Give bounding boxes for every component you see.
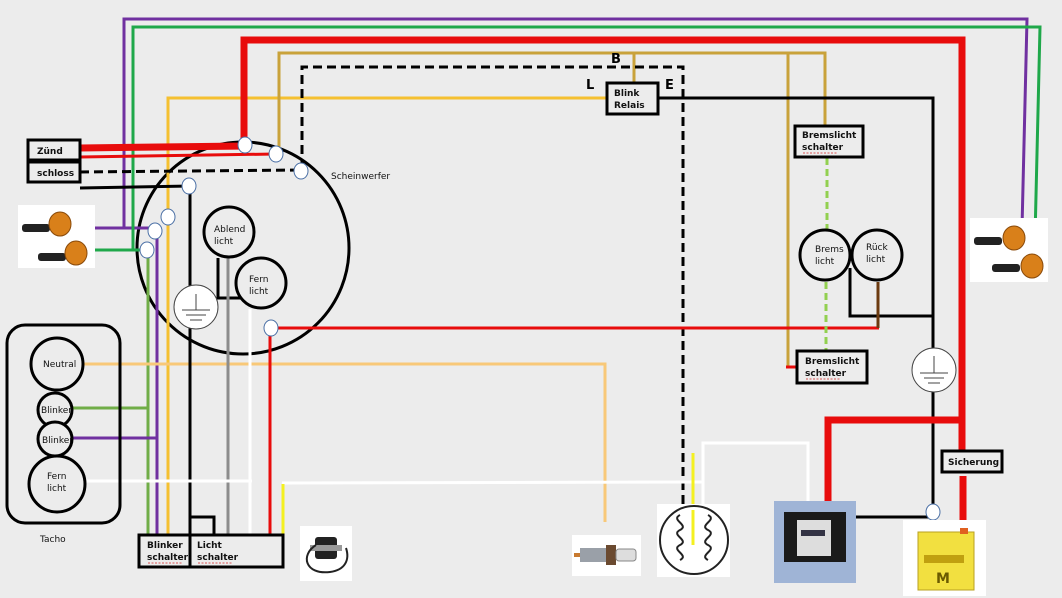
connectors (139, 136, 941, 521)
tacho-blinker-label: Blinker (41, 406, 72, 416)
fern-licht-circle (234, 256, 288, 310)
blinker-schalter-box (137, 533, 192, 569)
blinker-schalter-label-2: schalter (147, 553, 189, 563)
connector (263, 319, 279, 337)
wire-black-switch-loop (190, 515, 216, 535)
svg-text:M: M (936, 571, 950, 587)
bremslicht-schalter-top-label: Bremslicht (802, 131, 857, 141)
sicherung-box (940, 449, 1004, 474)
wire-light-orange (84, 362, 607, 522)
tacho-neutral-label: Neutral (43, 360, 76, 370)
ablend-licht-circle (202, 205, 256, 259)
terminal-b: B (611, 52, 621, 67)
wire-white-regulator (701, 441, 810, 515)
connector (139, 241, 155, 259)
battery-icon: M (903, 520, 986, 596)
wire-black-rear (848, 268, 933, 318)
blink-relais-box (605, 81, 660, 116)
connector (237, 136, 253, 154)
connector (160, 208, 176, 226)
fern-label-2: licht (249, 287, 269, 297)
tacho-blinker-label-2: Blinker (42, 436, 73, 446)
wire-black-battery (856, 392, 935, 519)
zuend-box (26, 138, 82, 162)
wire-gold (277, 51, 827, 152)
schloss-box (26, 160, 82, 184)
zuend-label: Zünd (37, 147, 63, 157)
tacho-box (5, 323, 122, 525)
tacho-fern-label-2: licht (47, 484, 67, 494)
wire-purple-main (122, 17, 1029, 229)
blink-relais-label: Blink (614, 89, 640, 99)
wire-green-main (131, 25, 1042, 250)
brems-licht-circle (798, 228, 852, 282)
ground-icon (173, 284, 219, 330)
connector (181, 177, 197, 195)
connector (925, 503, 941, 521)
wire-gold-brake (786, 53, 797, 369)
wire-white-stator (281, 480, 704, 485)
ablend-label: Ablend (214, 225, 245, 235)
schloss-label: schloss (37, 169, 74, 179)
tacho-label: Tacho (39, 535, 66, 545)
terminal-l: L (586, 78, 594, 93)
tacho-fern-circle (27, 454, 87, 514)
wire-red-thin (79, 152, 276, 159)
ground-icon (911, 347, 957, 393)
tacho-fern-label: Fern (47, 472, 66, 482)
licht-schalter-label: Licht (197, 541, 223, 551)
blink-relais-label-2: Relais (614, 101, 645, 111)
terminal-e: E (665, 78, 674, 93)
rueck-licht-label: Rück (866, 243, 889, 253)
licht-schalter-label-2: schalter (197, 553, 239, 563)
licht-schalter-box (188, 533, 285, 569)
connector (268, 145, 284, 163)
connector (293, 162, 309, 180)
connector (147, 222, 163, 240)
bremslicht-schalter-bottom (795, 349, 869, 385)
wire-yellow (166, 96, 606, 535)
wire-red-regulator (824, 416, 962, 512)
regulator-icon (774, 501, 856, 583)
bremslicht-schalter-top (793, 124, 865, 159)
stator-icon (657, 504, 730, 577)
wire-black-relais (658, 96, 935, 348)
rueck-licht-label-2: licht (866, 255, 886, 265)
bremslicht-schalter-bottom-label: Bremslicht (805, 357, 860, 367)
wires (72, 17, 1042, 543)
scheinwerfer-label: Scheinwerfer (331, 172, 390, 182)
turn-signal-left-icon (18, 205, 95, 268)
rueck-licht-circle (850, 228, 904, 282)
bremslicht-schalter-bottom-label-2: schalter (805, 369, 847, 379)
ignition-coil-icon (300, 526, 352, 581)
wire-red-main (79, 36, 966, 451)
brems-licht-label-2: licht (815, 257, 835, 267)
brems-licht-label: Brems (815, 245, 844, 255)
spark-plug-icon (572, 535, 641, 576)
tacho-neutral-circle (29, 336, 85, 392)
wire-black-lamps (216, 258, 244, 300)
blinker-schalter-label: Blinker (147, 541, 183, 551)
bremslicht-schalter-top-label-2: schalter (802, 143, 844, 153)
wire-black-ground (79, 184, 192, 535)
sicherung-label: Sicherung (948, 458, 999, 468)
turn-signal-right-icon (970, 218, 1048, 282)
fern-label: Fern (249, 275, 268, 285)
ablend-label-2: licht (214, 237, 234, 247)
wire-black-dashed (79, 65, 685, 510)
